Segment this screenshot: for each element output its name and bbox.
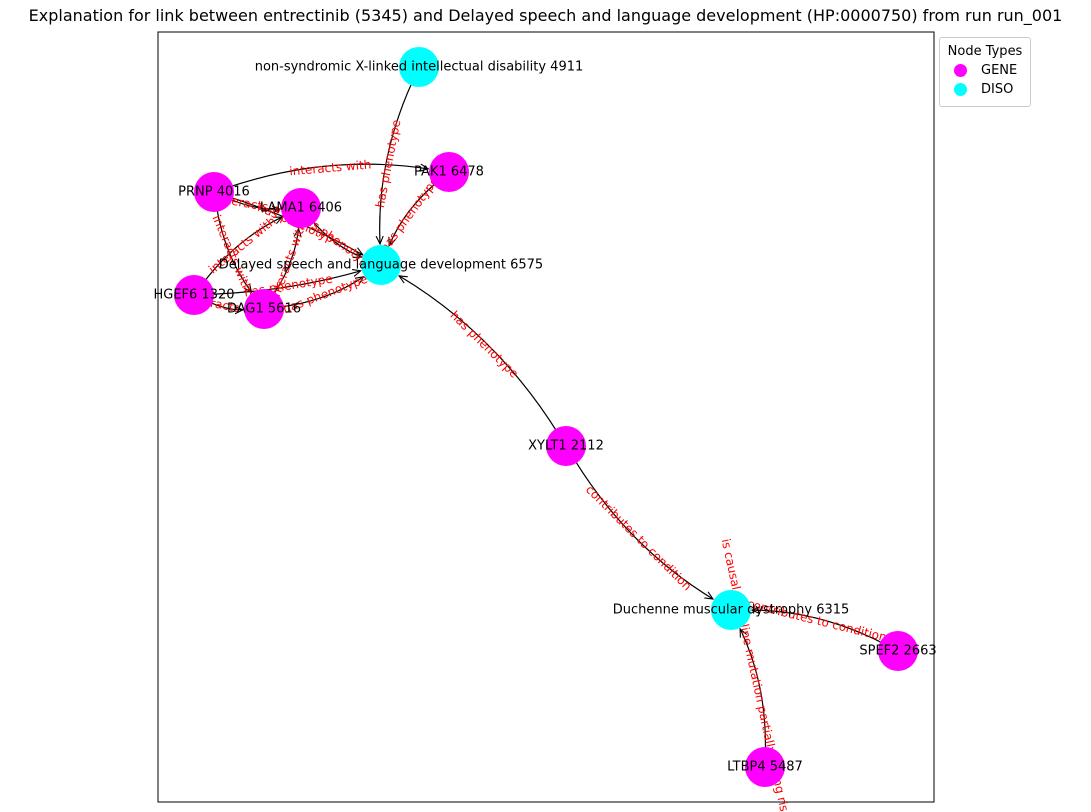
node-label-prnp: PRNP 4016 (178, 185, 250, 200)
plot-frame (157, 31, 935, 803)
figure-title: Explanation for link between entrectinib… (28, 6, 1063, 25)
edge-dag1-lama1 (272, 229, 299, 297)
node-x_linked (399, 47, 439, 87)
node-lama1 (281, 188, 321, 228)
node-label-pak1: PAK1 6478 (414, 165, 484, 180)
legend-item-diso: DISO (954, 82, 1030, 97)
node-label-ltbp4: LTBP4 5487 (727, 760, 803, 775)
diso-marker-icon (954, 83, 967, 96)
node-xylt1 (546, 426, 586, 466)
edge-ltbp4-dmd (740, 629, 767, 752)
node-spef2 (878, 631, 918, 671)
node-arhgef6 (174, 275, 214, 315)
node-label-lama1: LAMA1 6406 (260, 201, 342, 216)
legend: Node Types GENE DISO (939, 37, 1031, 107)
edge-pak1-delayed (389, 181, 438, 245)
nodes-layer (174, 47, 918, 787)
node-label-x_linked: non-syndromic X-linked intellectual disa… (255, 60, 584, 75)
node-label-dag1: DAG1 5616 (227, 302, 301, 317)
edge-arhgef6-lama1 (203, 217, 282, 283)
edge-prnp-lama1 (228, 197, 280, 209)
node-labels-layer: non-syndromic X-linked intellectual disa… (153, 60, 936, 775)
edges-layer (203, 81, 885, 752)
edge-label-xylt1-dmd: contributes to condition (583, 482, 694, 593)
edge-label-xylt1-delayed: has phenotype (448, 308, 522, 381)
legend-label-diso: DISO (981, 82, 1014, 97)
edge-lama1-delayed (311, 219, 362, 257)
gene-marker-icon (954, 64, 967, 77)
node-label-spef2: SPEF2 2663 (859, 644, 936, 659)
node-label-dmd: Duchenne muscular dystrophy 6315 (613, 603, 850, 618)
edge-xylt1-delayed (399, 276, 558, 433)
edge-prnp-pak1 (228, 163, 428, 188)
node-ltbp4 (745, 747, 785, 787)
edge-spef2-dmd (752, 610, 885, 645)
edge-x_linked-delayed (380, 81, 413, 244)
edge-dag1-delayed (279, 277, 364, 308)
node-dag1 (244, 289, 284, 329)
node-label-xylt1: XYLT1 2112 (528, 439, 604, 454)
node-delayed (361, 245, 401, 285)
edge-xylt1-dmd (573, 459, 713, 599)
node-pak1 (429, 152, 469, 192)
legend-item-gene: GENE (954, 63, 1030, 78)
edge-arhgef6-delayed (209, 271, 361, 295)
node-label-delayed: Delayed speech and language development … (219, 258, 543, 273)
node-dmd (711, 590, 751, 630)
node-prnp (194, 172, 234, 212)
legend-title: Node Types (947, 44, 1023, 59)
edge-label-prnp-pak1: interacts with (289, 157, 372, 178)
node-label-arhgef6: HGEF6 1320 (153, 288, 234, 303)
legend-label-gene: GENE (981, 63, 1018, 78)
